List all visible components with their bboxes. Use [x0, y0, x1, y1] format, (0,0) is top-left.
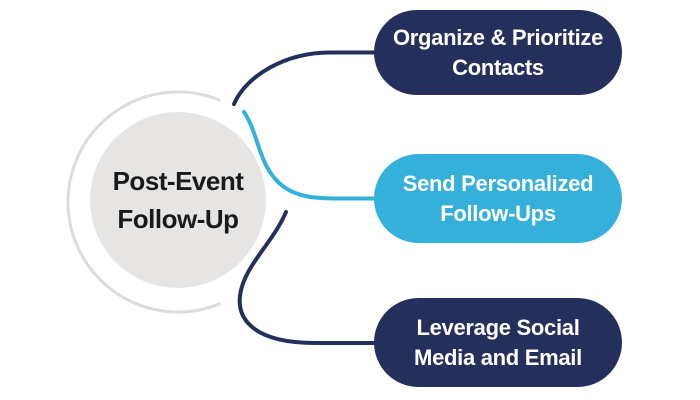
node-send-personalized-follow-ups: Send Personalized Follow-Ups: [374, 154, 622, 243]
hub-title-line1: Post-Event: [112, 166, 244, 196]
node-leverage-social-media-email: Leverage Social Media and Email: [374, 298, 622, 387]
node-label-line1: Organize & Prioritize: [392, 24, 604, 50]
connector-middle-icon: [242, 110, 379, 201]
hub-title-line2: Follow-Up: [117, 204, 239, 234]
node-organize-prioritize-contacts: Organize & Prioritize Contacts: [374, 10, 622, 95]
node-label-line1: Send Personalized: [402, 170, 594, 196]
hub-circle: Post-Event Follow-Up: [90, 112, 266, 288]
node-label-line2: Follow-Ups: [440, 200, 556, 226]
node-label-line1: Leverage Social: [416, 314, 580, 340]
node-label-line2: Contacts: [452, 54, 544, 80]
connector-top-icon: [232, 50, 379, 106]
connector-bottom-icon: [237, 210, 379, 345]
hub-ring-arc: [66, 90, 221, 314]
node-label-line2: Media and Email: [414, 344, 582, 370]
